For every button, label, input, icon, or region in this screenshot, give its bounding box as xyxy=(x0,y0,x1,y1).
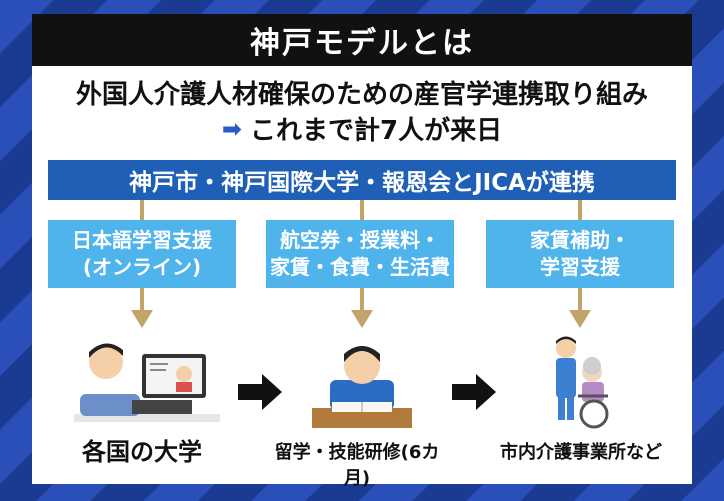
subtitle-line2: ➡ これまで計7人が来日 xyxy=(32,110,692,147)
support-box-1-line2: (オンライン) xyxy=(82,255,202,279)
flow-arrow-1 xyxy=(238,374,282,410)
online-student-icon xyxy=(72,334,222,430)
down-arrow-1-shaft xyxy=(140,288,144,312)
caregiver-wheelchair-icon xyxy=(546,334,616,430)
subtitle-line1: 外国人介護人材確保のための産官学連携取り組み xyxy=(75,80,648,110)
support-box-3-line2: 学習支援 xyxy=(540,255,620,279)
down-arrow-2-shaft xyxy=(360,288,364,312)
partnership-bar: 神戸市・神戸国際大学・報恩会とJICAが連携 xyxy=(48,160,676,200)
support-box-2-line2: 家賃・食費・生活費 xyxy=(270,255,450,279)
connector-top-3 xyxy=(578,200,582,220)
support-box-2: 航空券・授業料・ 家賃・食費・生活費 xyxy=(266,220,454,288)
support-box-2-line1: 航空券・授業料・ xyxy=(280,228,440,252)
support-box-3-line1: 家賃補助・ xyxy=(530,228,630,252)
down-arrow-2-head xyxy=(351,310,373,328)
studying-student-icon xyxy=(312,338,412,430)
subtitle-line2-text: これまで計7人が来日 xyxy=(250,116,503,146)
step-3-label: 市内介護事業所など xyxy=(500,442,662,463)
connector-top-1 xyxy=(140,200,144,220)
step-2-label: 留学・技能研修(6カ月) xyxy=(274,442,440,489)
support-box-1-line1: 日本語学習支援 xyxy=(72,228,212,252)
down-arrow-3-shaft xyxy=(578,288,582,312)
down-arrow-3-head xyxy=(569,310,591,328)
page-title: 神戸モデルとは xyxy=(32,14,692,66)
flow-arrow-2 xyxy=(452,374,496,410)
right-arrow-icon: ➡ xyxy=(221,114,242,143)
connector-top-2 xyxy=(360,200,364,220)
down-arrow-1-head xyxy=(131,310,153,328)
step-1-label: 各国の大学 xyxy=(82,438,202,466)
support-box-3: 家賃補助・ 学習支援 xyxy=(486,220,674,288)
support-box-1: 日本語学習支援 (オンライン) xyxy=(48,220,236,288)
